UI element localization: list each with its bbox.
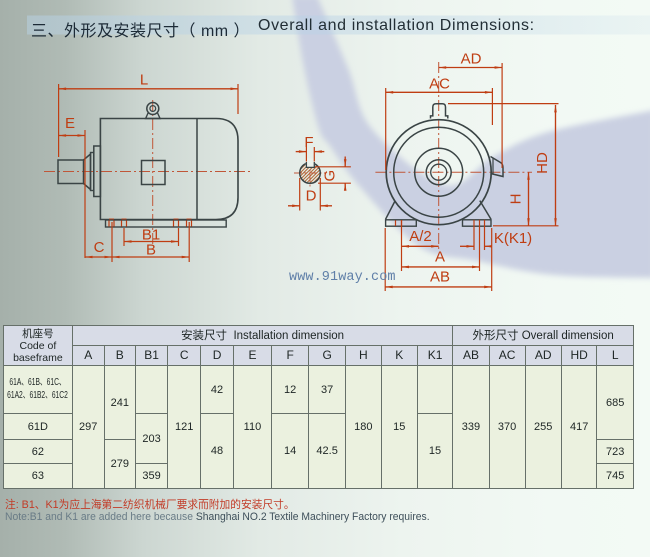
- svg-text:A: A: [435, 249, 445, 266]
- svg-text:D: D: [306, 188, 317, 205]
- svg-text:B: B: [146, 242, 156, 259]
- svg-text:E: E: [65, 115, 75, 132]
- svg-text:F: F: [304, 134, 313, 151]
- svg-text:AC: AC: [429, 76, 450, 93]
- svg-text:AD: AD: [461, 51, 482, 68]
- svg-text:C: C: [94, 239, 105, 256]
- svg-text:K(K1): K(K1): [494, 230, 532, 247]
- svg-text:B1: B1: [142, 227, 160, 244]
- svg-text:AB: AB: [430, 269, 450, 286]
- svg-text:H: H: [508, 194, 525, 205]
- svg-text:A/2: A/2: [409, 228, 432, 245]
- svg-text:L: L: [140, 72, 148, 89]
- svg-text:G: G: [322, 170, 339, 182]
- svg-text:HD: HD: [534, 152, 551, 174]
